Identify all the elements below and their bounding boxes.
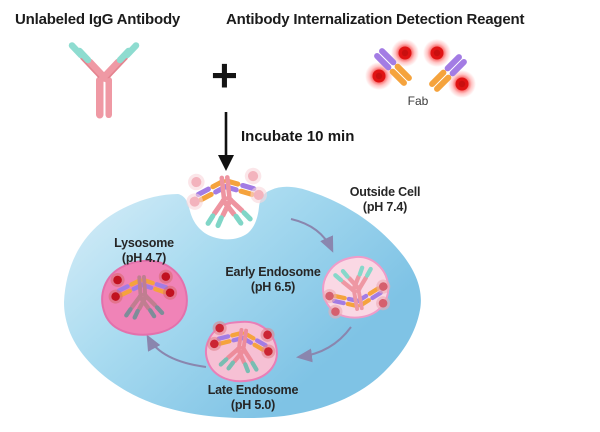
incubate-label: Incubate 10 min: [241, 128, 355, 145]
fab-label: Fab: [407, 94, 429, 108]
plus-icon: +: [211, 49, 238, 101]
late-endosome-label: Late Endosome (pH 5.0): [188, 383, 318, 413]
left-title: Unlabeled IgG Antibody: [15, 11, 181, 28]
pathway-arrow-to-late-endosome: [296, 326, 352, 363]
right-title: Antibody Internalization Detection Reage…: [226, 11, 525, 28]
lysosome-label: Lysosome (pH 4.7): [79, 236, 209, 266]
pathway-arrow-to-lysosome: [146, 334, 207, 368]
igg-antibody-illustration: [68, 42, 140, 119]
early-endosome-ph: (pH 6.5): [250, 279, 296, 294]
late-endosome-ph: (pH 5.0): [230, 397, 276, 412]
outside-cell-ph: (pH 7.4): [362, 199, 408, 214]
outside-cell-name: Outside Cell: [349, 185, 421, 199]
early-endosome-label: Early Endosome (pH 6.5): [208, 265, 338, 295]
pathway-arrow-to-early-endosome: [290, 218, 334, 253]
outside-cell-label: Outside Cell (pH 7.4): [320, 185, 450, 215]
glow-dot-icon: [423, 39, 451, 67]
fab-reagent-illustration: [365, 39, 476, 98]
late-endosome-name: Late Endosome: [207, 383, 299, 397]
lysosome-ph: (pH 4.7): [121, 250, 167, 265]
down-arrow-icon: [218, 112, 234, 171]
early-endosome-name: Early Endosome: [225, 265, 321, 279]
lysosome-name: Lysosome: [114, 236, 174, 250]
